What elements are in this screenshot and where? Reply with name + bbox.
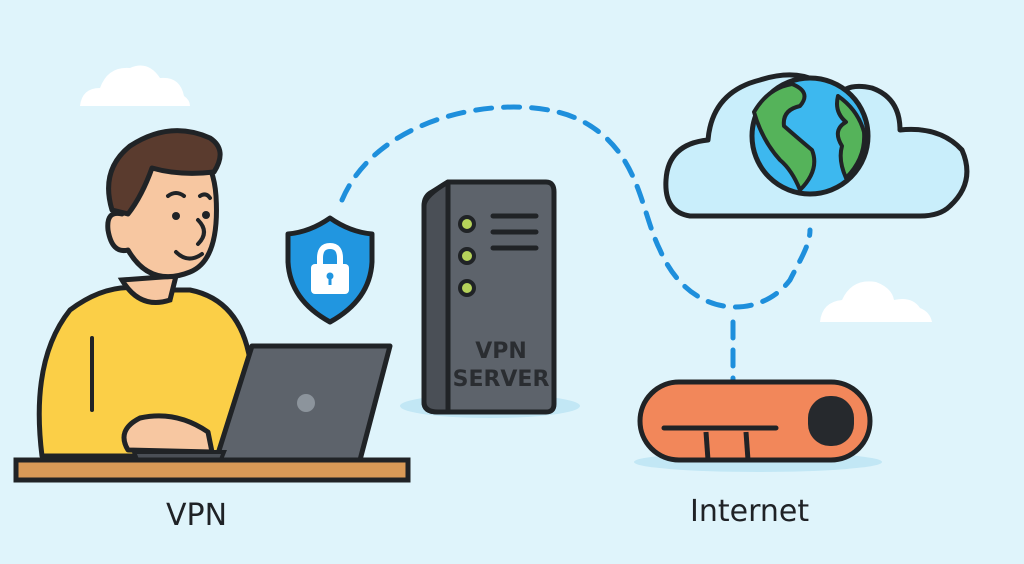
cloud-icon [820, 281, 932, 322]
server-label-line1: VPN [475, 339, 527, 364]
server-label-line2: SERVER [453, 367, 550, 392]
cloud-icon [80, 65, 190, 106]
padlock-icon [311, 242, 349, 294]
vpn-server-icon: VPN SERVER [400, 179, 580, 418]
globe-icon [749, 75, 871, 197]
router-icon [634, 379, 882, 472]
shield-icon [285, 215, 375, 325]
internet-label: Internet [690, 494, 810, 529]
connection-line [339, 104, 813, 310]
desk [13, 457, 411, 483]
internet-cloud-icon [663, 72, 970, 219]
person-illustration [36, 128, 253, 459]
vpn-label: VPN [166, 498, 228, 533]
